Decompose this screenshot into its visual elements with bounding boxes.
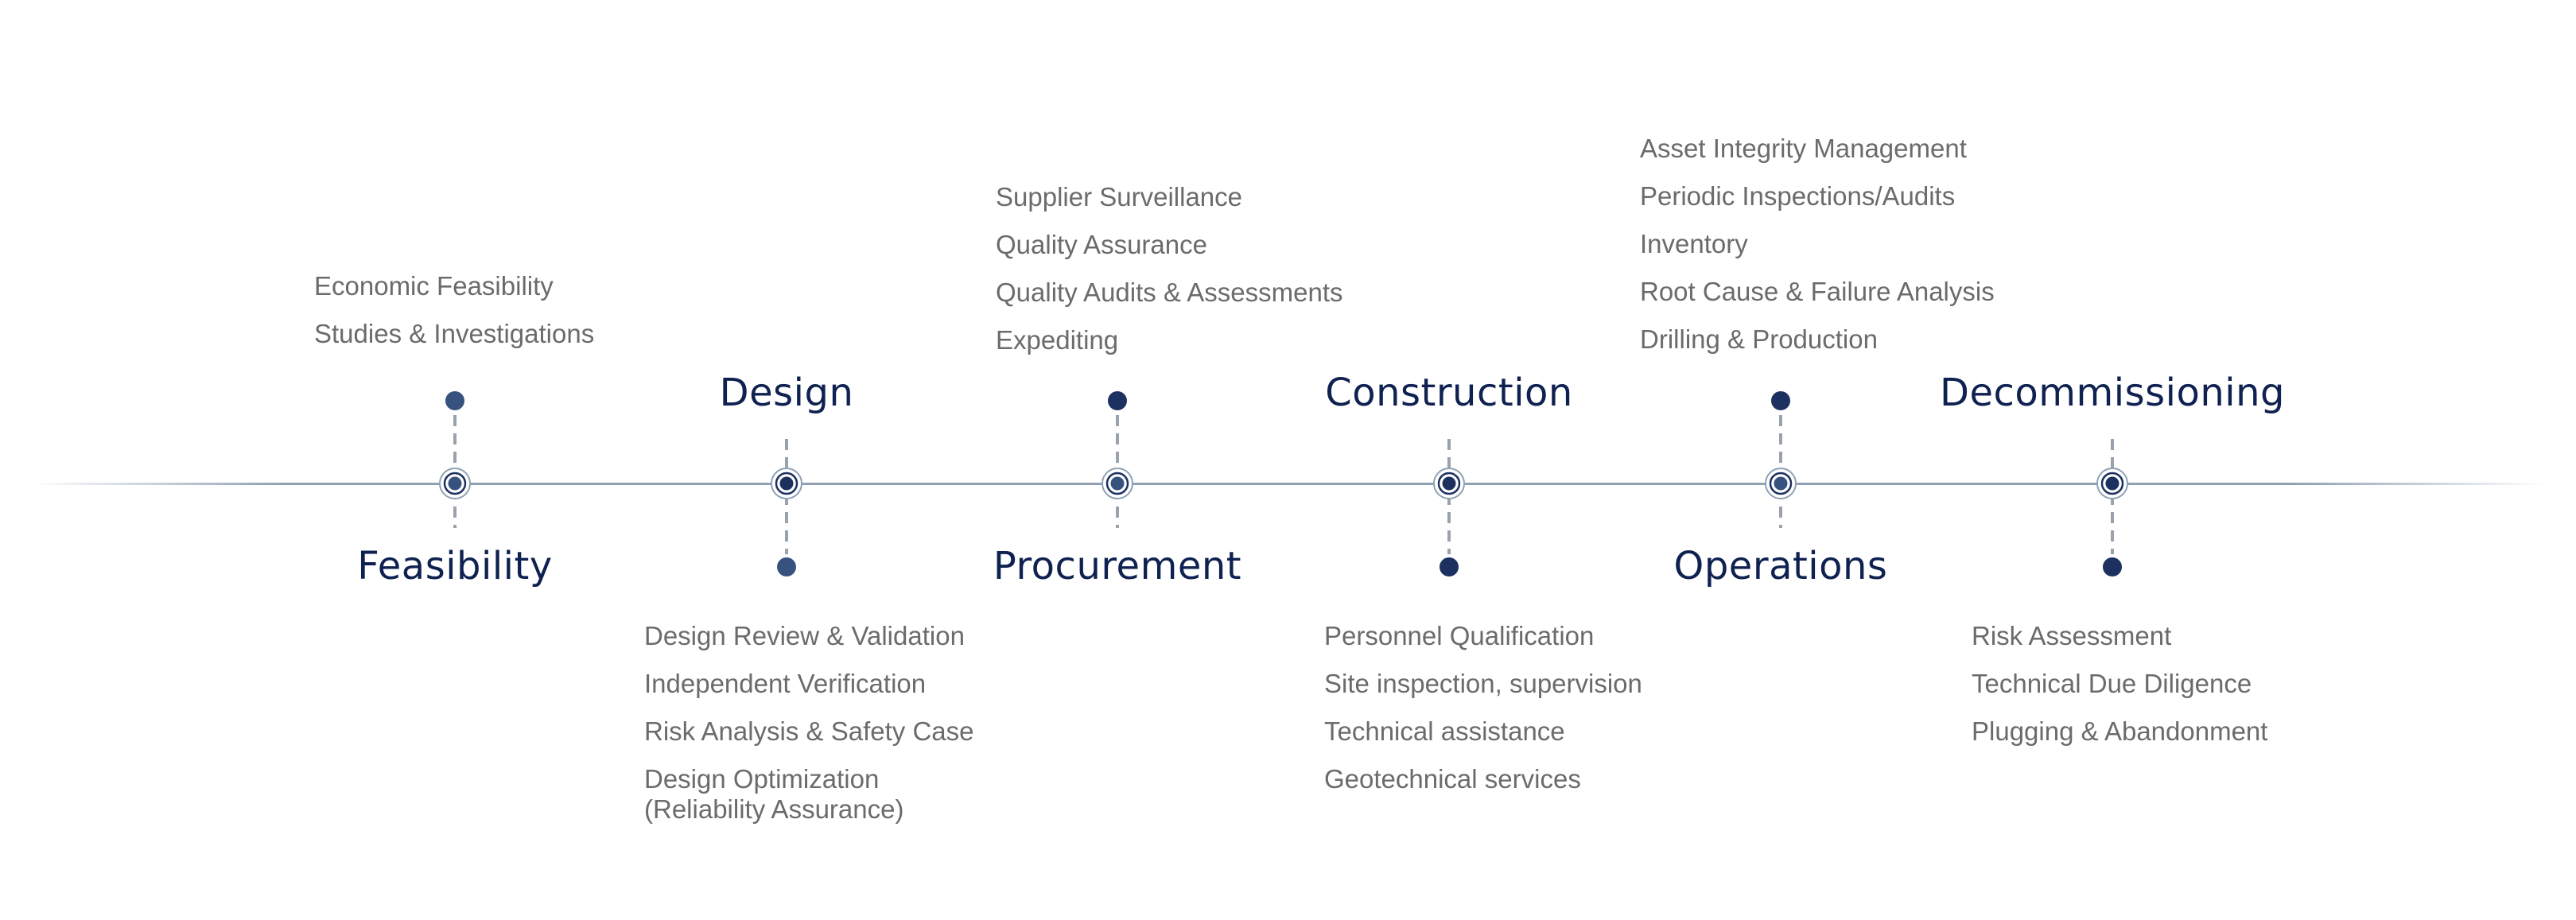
service-item: Plugging & Abandonment (1972, 716, 2268, 746)
service-item: Site inspection, supervision (1324, 669, 1642, 698)
stage-dot (445, 391, 464, 410)
axis-node (1442, 476, 1456, 491)
service-item: Independent Verification (644, 669, 927, 698)
service-item: Economic Feasibility (314, 271, 554, 301)
service-item: Periodic Inspections/Audits (1640, 181, 1956, 211)
service-item: Root Cause & Failure Analysis (1640, 277, 1995, 306)
axis-node (448, 476, 462, 491)
stage-dot (777, 557, 796, 576)
axis-node (2105, 476, 2119, 491)
service-item: Expediting (996, 325, 1119, 355)
service-item: Supplier Surveillance (996, 182, 1243, 212)
service-item: Studies & Investigations (314, 319, 595, 348)
stage-dot (1440, 557, 1459, 576)
stage-dot (1771, 391, 1790, 410)
stage-title-operations: Operations (1673, 544, 1888, 588)
axis-node (779, 476, 794, 491)
stage-title-feasibility: Feasibility (357, 544, 553, 588)
stage-dot (1108, 391, 1127, 410)
service-item: Geotechnical services (1324, 764, 1581, 794)
stage-title-construction: Construction (1325, 371, 1573, 415)
service-item: Quality Assurance (996, 230, 1207, 259)
stage-title-design: Design (719, 371, 854, 415)
stage-title-decommissioning: Decommissioning (1940, 371, 2285, 415)
service-item: Design Optimization (Reliability Assuran… (644, 764, 904, 824)
service-item: Risk Analysis & Safety Case (644, 716, 974, 746)
stage-markers (439, 391, 2128, 576)
service-item: Technical Due Diligence (1972, 669, 2252, 698)
service-item: Asset Integrity Management (1640, 134, 1967, 163)
services-feasibility: Economic Feasibility Studies & Investiga… (314, 271, 594, 367)
services-procurement: Supplier Surveillance Quality Assurance … (996, 182, 1343, 373)
services-decommissioning: Risk Assessment Technical Due Diligence … (1972, 621, 2267, 764)
services-design: Design Review & Validation Independent V… (644, 621, 974, 842)
service-item: Quality Audits & Assessments (996, 278, 1343, 307)
service-item: Personnel Qualification (1324, 621, 1595, 650)
service-item: Inventory (1640, 229, 1748, 258)
services-construction: Personnel Qualification Site inspection,… (1324, 621, 1642, 812)
stage-dot (2103, 557, 2122, 576)
service-item: Technical assistance (1324, 716, 1565, 746)
timeline-axis (32, 483, 2545, 485)
axis-node (1110, 476, 1125, 491)
axis-node (1774, 476, 1788, 491)
services-operations: Asset Integrity Management Periodic Insp… (1640, 134, 1995, 372)
service-item: Drilling & Production (1640, 324, 1878, 354)
service-item: Design Review & Validation (644, 621, 965, 650)
stage-title-procurement: Procurement (993, 544, 1242, 588)
service-item: Risk Assessment (1972, 621, 2172, 650)
